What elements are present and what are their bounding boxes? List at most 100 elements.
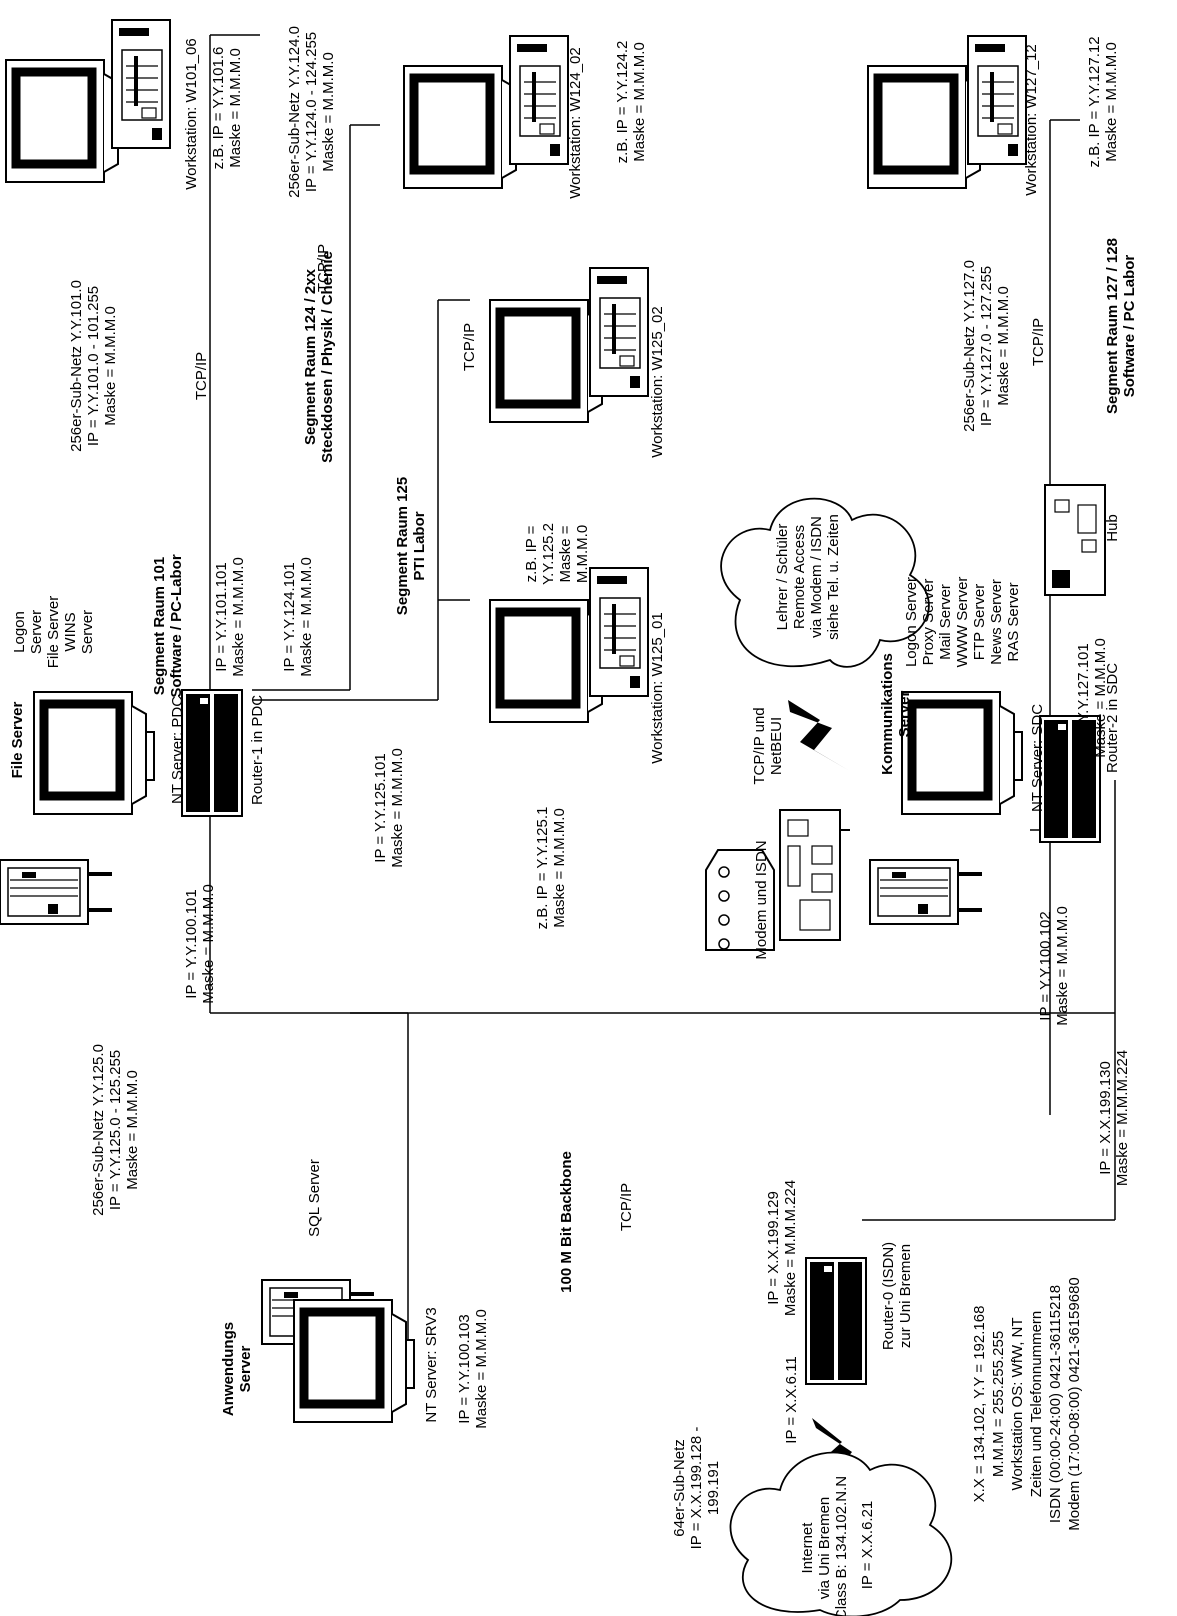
router0-icon[interactable] <box>805 1257 867 1385</box>
router1-label-line: Router-1 in PDC <box>249 695 266 805</box>
comm-server-roles-line: News Server <box>988 579 1005 665</box>
segment127-protocol: TCP/IP <box>1030 318 1047 366</box>
subnet64-text-line: 64er-Sub-Netz <box>671 1439 688 1537</box>
file-server-roles-line: Logon <box>11 611 28 653</box>
internet-cloud-text-line: via Uni Bremen <box>816 1497 833 1600</box>
segment101-subnet-line: Maske = M.M.M.0 <box>102 306 119 426</box>
internet-cloud-text-line: Internet <box>799 1522 816 1574</box>
srv3-ip-line: IP = Y.Y.100.103 <box>456 1314 473 1423</box>
file-server-tower-icon <box>0 859 113 925</box>
comm-server-title-line: Kommunikations <box>879 653 896 775</box>
w101-06-pc-icon <box>111 19 171 149</box>
segment124-title-line: Segment Raum 124 / 2xx <box>302 268 319 445</box>
internet-lightning-icon <box>812 1418 870 1486</box>
hub-icon[interactable] <box>1044 484 1106 596</box>
notes-text-line: M.M.M = 255.255.255 <box>990 1331 1007 1477</box>
pdc-ip101-line: IP = Y.Y.101.101 <box>213 562 230 671</box>
w125-01-ip-line: Maske = M.M.M.0 <box>551 808 568 928</box>
segment101-subnet-line: 256er-Sub-Netz Y.Y.101.0 <box>68 280 85 452</box>
segment124-subnet-line: IP = Y.Y.124.0 - 124.255 <box>303 32 320 192</box>
comm-server-tower-icon <box>869 859 983 925</box>
comm-server-roles-line: WWW Server <box>954 577 971 668</box>
router2-label: Router-2 in SDC <box>1104 663 1121 773</box>
segment101-title-line: Software / PC-Labor <box>168 554 185 698</box>
app-server-group[interactable] <box>261 1279 414 1422</box>
file-server-roles-line: WINS <box>62 612 79 651</box>
backbone-protocol: TCP/IP <box>618 1183 635 1231</box>
w127-12-label: Workstation: W127_12 <box>1023 44 1040 195</box>
file-server-title-line: File Server <box>9 701 26 778</box>
segment125-subnet-line: 256er-Sub-Netz Y.Y.125.0 <box>90 1044 107 1216</box>
w101-06-label: Workstation: W101_06 <box>183 38 200 189</box>
app-server-title-line: Anwendungs <box>220 1322 237 1416</box>
sdc-ip100-line: IP = Y.Y.100.102 <box>1037 911 1054 1020</box>
segment124-protocol-line: TCP/IP <box>315 244 332 292</box>
notes-text-line: Zeiten und Telefonnummern <box>1028 1311 1045 1498</box>
comm-server-roles-line: Logon Server <box>903 577 920 667</box>
w124-02-ip-line: Maske = M.M.M.0 <box>631 42 648 162</box>
router1-icon <box>181 689 243 817</box>
file-server-roles-line: Server <box>79 610 96 654</box>
w125-01-pc-icon <box>589 567 649 697</box>
sdc-ip199-line: IP = X.X.199.130 <box>1097 1061 1114 1175</box>
sdc-label: NT Server: SDC <box>1029 704 1046 812</box>
segment101-protocol: TCP/IP <box>193 352 210 400</box>
w127-12-ip-line: Maske = M.M.M.0 <box>1103 42 1120 162</box>
segment101-protocol-line: TCP/IP <box>193 352 210 400</box>
sdc-ip127-line: IP = Y.Y.127.101 <box>1075 643 1092 752</box>
w125-02-ip-line: z.B. IP = <box>523 525 540 582</box>
notes-text-line: X.X = 134.102, Y.Y = 192.168 <box>971 1306 988 1503</box>
router0-label-line: zur Uni Bremen <box>897 1244 914 1348</box>
isdn-card-icon[interactable] <box>779 809 850 941</box>
router1-label: Router-1 in PDC <box>249 695 266 805</box>
comm-server-title-line: Server <box>896 690 913 737</box>
segment124-title-line: Steckdosen / Physik / Chemie <box>319 251 336 463</box>
comm-server-monitor-icon <box>902 692 1022 814</box>
modem-icon[interactable] <box>705 849 775 951</box>
w125-02-label: Workstation: W125_02 <box>649 306 666 457</box>
pdc-label-line: NT Server: PDC <box>169 696 186 804</box>
segment125-protocol-line: TCP/IP <box>461 323 478 371</box>
segment125-subnet-line: IP = Y.Y.125.0 - 125.255 <box>107 1050 124 1210</box>
sdc-ip199-line: Maske = M.M.M.224 <box>1114 1050 1131 1186</box>
sql-server-label-line: SQL Server <box>306 1159 323 1237</box>
w127-12-pc-icon <box>967 35 1027 165</box>
isdn-lightning-icon <box>788 700 848 770</box>
segment127-title-line: Segment Raum 127 / 128 <box>1104 238 1121 414</box>
router0-label-line: Router-0 (ISDN) <box>880 1242 897 1350</box>
w101-06-monitor-icon[interactable] <box>6 60 126 182</box>
srv3-label: NT Server: SRV3 <box>423 1307 440 1422</box>
w125-01-label-line: Workstation: W125_01 <box>649 612 666 763</box>
internet-cloud-text-line: Class B: 134.102.N.N <box>833 1476 850 1616</box>
w127-12-label-line: Workstation: W127_12 <box>1023 44 1040 195</box>
srv3-label-line: NT Server: SRV3 <box>423 1307 440 1422</box>
router0-ip6-11: IP = X.X.6.11 <box>783 1356 800 1443</box>
w124-02-label: Workstation: W124_02 <box>567 47 584 198</box>
sdc-label-line: NT Server: SDC <box>1029 704 1046 812</box>
w124-02-monitor-icon[interactable] <box>404 66 524 188</box>
segment127-subnet-line: IP = Y.Y.127.0 - 127.255 <box>978 266 995 426</box>
segment124-subnet-line: 256er-Sub-Netz Y.Y.124.0 <box>286 26 303 198</box>
backbone-title-line: 100 M Bit Backbone <box>558 1151 575 1293</box>
pdc-ip124-line: IP = Y.Y.124.101 <box>281 562 298 671</box>
